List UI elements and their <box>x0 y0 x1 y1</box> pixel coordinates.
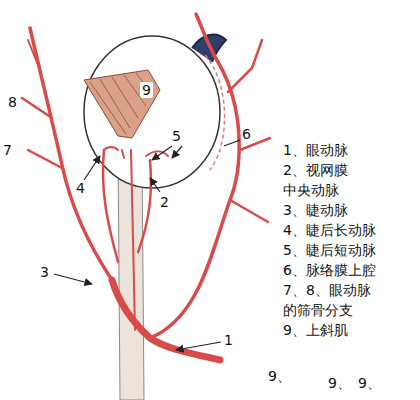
key-entry: 1、眼动脉 <box>283 140 348 160</box>
key-entry: 3、睫动脉 <box>283 200 348 220</box>
key-entry: 2、视网膜 中央动脉 <box>283 160 363 200</box>
key-entry: 4、睫后长动脉 <box>283 220 376 240</box>
stray-number: 9、 <box>268 366 291 386</box>
superior-oblique-muscle <box>84 70 160 138</box>
key-entry: 7、8、眼动脉 的筛骨分支 <box>283 280 383 320</box>
callout-number: 5 <box>172 126 181 146</box>
callout-number: 4 <box>76 178 85 198</box>
key-entry: 9、上斜肌 <box>283 320 348 340</box>
callout-number: 2 <box>160 192 169 212</box>
leader-lines <box>54 140 240 350</box>
key-entry: 5、睫后短动脉 <box>283 240 376 260</box>
stray-number: 9、 <box>358 373 381 393</box>
callout-number: 7 <box>3 140 12 160</box>
callout-number: 1 <box>224 330 233 350</box>
callout-number: 6 <box>242 124 251 144</box>
eyeball <box>84 36 220 188</box>
callout-number: 8 <box>8 92 17 112</box>
callout-number: 3 <box>40 262 49 282</box>
stray-number: 9、 <box>328 373 351 393</box>
callout-number: 9 <box>140 82 153 98</box>
key-entry: 6、脉络膜上腔 <box>283 260 376 280</box>
arteries <box>22 14 270 360</box>
